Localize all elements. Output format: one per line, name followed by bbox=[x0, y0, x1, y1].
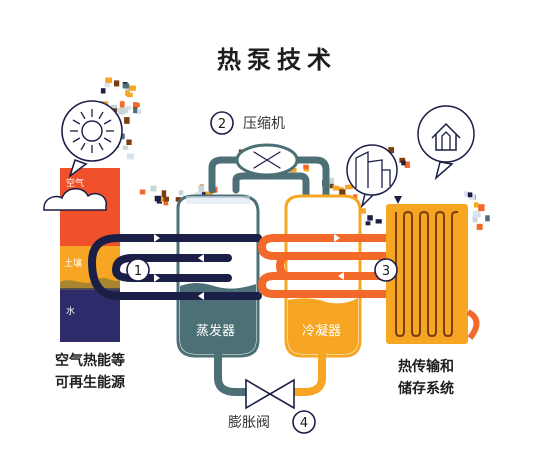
confetti-piece bbox=[154, 195, 161, 202]
confetti-piece bbox=[126, 92, 133, 98]
energy-source-caption-line1: 空气热能等 bbox=[55, 353, 125, 369]
confetti-piece bbox=[128, 85, 136, 91]
confetti-piece bbox=[327, 177, 334, 184]
confetti-piece bbox=[472, 211, 480, 218]
confetti-piece bbox=[126, 105, 132, 111]
confetti-piece bbox=[404, 161, 410, 169]
confetti-piece bbox=[485, 215, 490, 222]
confetti-piece bbox=[464, 191, 470, 197]
compressor-label: 压缩机 bbox=[243, 116, 285, 132]
confetti-piece bbox=[388, 147, 394, 154]
confetti-piece bbox=[124, 117, 130, 124]
heat-storage-caption: 热传输和 储存系统 bbox=[378, 356, 474, 400]
house-heat-icon bbox=[417, 105, 475, 181]
layer-air-label: 空气 bbox=[66, 179, 85, 189]
refrigerant-return-pipe bbox=[214, 350, 326, 396]
compressor-loop bbox=[208, 143, 330, 200]
layer-soil-label: 土壤 bbox=[64, 259, 83, 269]
confetti-piece bbox=[399, 157, 406, 163]
building-icon bbox=[346, 144, 398, 209]
confetti-piece bbox=[332, 185, 340, 191]
energy-source-caption: 空气热能等 可再生能源 bbox=[36, 350, 144, 394]
confetti-piece bbox=[121, 107, 128, 113]
step-marker-2: 2 bbox=[210, 111, 234, 135]
energy-source-caption-line2: 可再生能源 bbox=[55, 375, 125, 391]
confetti-piece bbox=[122, 145, 128, 150]
energy-source-column bbox=[43, 168, 120, 342]
sun-icon bbox=[61, 100, 123, 179]
condenser-label: 冷凝器 bbox=[302, 324, 342, 339]
step-marker-4: 4 bbox=[292, 410, 316, 434]
confetti-piece bbox=[467, 192, 473, 198]
confetti-piece bbox=[150, 185, 157, 192]
confetti-piece bbox=[178, 190, 184, 196]
confetti-piece bbox=[126, 139, 132, 145]
svg-text:4: 4 bbox=[300, 416, 308, 431]
confetti-piece bbox=[159, 196, 164, 202]
confetti-piece bbox=[133, 108, 138, 114]
diagram-title: 热泵技术 bbox=[217, 46, 337, 74]
confetti-piece bbox=[111, 104, 118, 110]
confetti-piece bbox=[100, 88, 106, 94]
confetti-piece bbox=[163, 200, 169, 206]
expansion-valve bbox=[245, 378, 295, 410]
confetti-piece bbox=[133, 102, 140, 108]
confetti-piece bbox=[367, 215, 373, 221]
confetti-piece bbox=[122, 83, 130, 89]
confetti-piece bbox=[139, 189, 146, 195]
confetti-piece bbox=[114, 80, 120, 87]
heat-storage-caption-line1: 热传输和 bbox=[398, 359, 454, 375]
confetti-piece bbox=[375, 219, 382, 224]
confetti-piece bbox=[478, 204, 485, 212]
confetti-piece bbox=[104, 82, 110, 88]
confetti-piece bbox=[329, 183, 334, 189]
step-marker-1: 1 bbox=[126, 258, 150, 282]
confetti-piece bbox=[365, 221, 371, 226]
confetti-piece bbox=[472, 215, 478, 223]
evaporator-coil bbox=[87, 234, 262, 300]
confetti-piece bbox=[161, 190, 167, 198]
confetti-piece bbox=[136, 108, 142, 115]
confetti-piece bbox=[289, 168, 297, 173]
confetti-piece bbox=[476, 223, 483, 230]
confetti-piece bbox=[119, 101, 125, 108]
confetti-piece bbox=[339, 189, 346, 196]
confetti-piece bbox=[473, 202, 479, 208]
step-marker-3: 3 bbox=[374, 258, 398, 282]
flow-arrows bbox=[154, 234, 344, 300]
svg-text:1: 1 bbox=[134, 264, 142, 279]
heat-storage-system bbox=[386, 196, 480, 344]
confetti-piece bbox=[175, 197, 181, 202]
layer-water-label: 水 bbox=[66, 307, 76, 317]
svg-text:2: 2 bbox=[218, 117, 226, 132]
condenser-coil bbox=[257, 234, 394, 298]
confetti-piece bbox=[127, 153, 134, 160]
confetti-piece bbox=[303, 164, 309, 169]
confetti-piece bbox=[353, 194, 358, 200]
confetti-piece bbox=[163, 196, 169, 202]
confetti-piece bbox=[205, 191, 213, 198]
confetti-piece bbox=[200, 191, 206, 197]
svg-text:3: 3 bbox=[382, 264, 390, 279]
confetti-piece bbox=[105, 77, 112, 83]
expansion-valve-label: 膨胀阀 bbox=[228, 415, 270, 431]
confetti-piece bbox=[345, 184, 352, 190]
evaporator-label: 蒸发器 bbox=[196, 324, 236, 339]
confetti-piece bbox=[360, 208, 366, 214]
confetti-piece bbox=[401, 160, 406, 166]
heat-storage-caption-line2: 储存系统 bbox=[398, 381, 454, 397]
confetti-piece bbox=[198, 185, 205, 193]
